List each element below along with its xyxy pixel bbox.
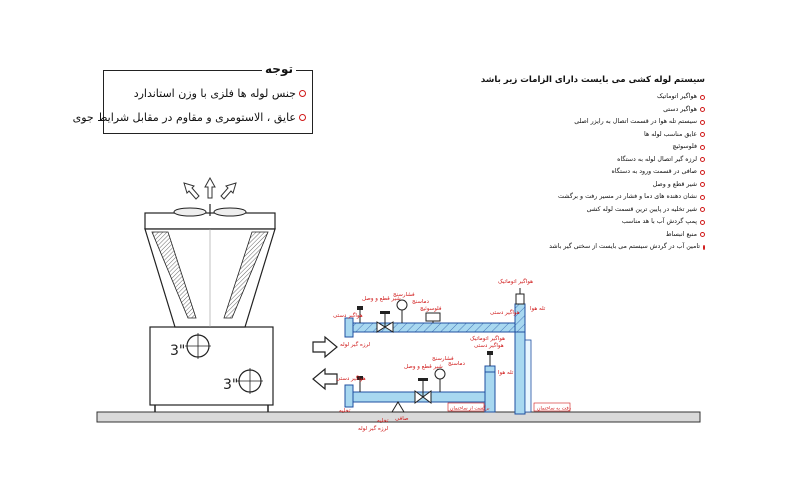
requirement-text: نشان دهنده های دما و فشار در مسیر رفت و … [558, 193, 697, 200]
label-shutoff-lower: شیر قطع و وصل [404, 364, 443, 370]
label-drain2: تخلیه [339, 408, 351, 414]
requirements-title: سیستم لوله کشی می بایست دارای الزامات زی… [480, 75, 705, 85]
bullet-circle-icon [700, 169, 705, 175]
label-air-trap-lower: تله هوا [498, 370, 514, 376]
requirement-text: شیر قطع و وصل [652, 180, 697, 188]
requirement-text: شیر تخلیه در پایین ترین قسمت لوله کشی [586, 205, 697, 213]
requirement-item: لرزه گیر اتصال لوله به دستگاه [555, 154, 705, 167]
requirement-item: شیر تخلیه در پایین ترین قسمت لوله کشی [555, 204, 705, 217]
requirement-item: هواگیر دستی [555, 104, 705, 117]
requirement-text: عایق مناسب لوله ها [643, 130, 697, 138]
requirement-item: هواگیر اتوماتیک [555, 91, 705, 104]
requirement-text: فلوسوئیچ [672, 143, 697, 150]
tag-supply-to-building: رفت به ساختمان [533, 402, 572, 412]
shutoff-valve-upper-icon [376, 311, 394, 333]
shutoff-valve-lower-icon [414, 378, 432, 404]
bullet-circle-icon [700, 107, 705, 113]
bullet-circle-icon [700, 94, 705, 100]
bullet-circle-icon [703, 244, 705, 250]
note-item-text: جنس لوله ها فلزی با وزن استاندارد [133, 87, 296, 100]
requirement-item: صافی در قسمت ورود به دستگاه [555, 166, 705, 179]
strainer-icon [391, 401, 405, 413]
pressure-gauge-lower-icon [434, 368, 446, 392]
note-item-text: عایق ، الاستومری و مقاوم در مقابل شرایط … [72, 111, 296, 124]
note-box: توجه جنس لوله ها فلزی با وزن استاندارد ع… [73, 62, 313, 134]
label-pressure-lower: فشارسنج [432, 356, 454, 362]
requirement-item: تامین آب در گردش سیستم می بایست از سختی … [549, 241, 705, 254]
auto-air-vent-icon [515, 288, 525, 305]
bullet-circle-icon [299, 90, 306, 97]
svg-text:رفت به ساختمان: رفت به ساختمان [537, 406, 572, 412]
requirement-item: نشان دهنده های دما و فشار در مسیر رفت و … [555, 191, 705, 204]
label-drain: تخلیه [377, 418, 389, 424]
label-strainer: صافی [395, 416, 409, 422]
fan-icon [173, 204, 247, 217]
connection-circle-top [185, 333, 211, 359]
requirement-text: پمپ گردش آب با هد مناسب [621, 218, 697, 225]
connection-circle-bottom [237, 368, 263, 394]
flow-switch-icon [425, 312, 441, 323]
label-shutoff-upper: شیر قطع و وصل [362, 296, 401, 302]
unit-base-box [149, 326, 274, 406]
requirement-text: سیستم تله هوا در قسمت اتصال به رایزر اصل… [574, 118, 697, 125]
label-pressure-upper: فشارسنج [393, 292, 415, 298]
label-auto-vent: هواگیر اتوماتیک [498, 278, 533, 285]
requirement-item: منبع انبساط [555, 229, 705, 242]
requirement-text: هواگیر دستی [663, 105, 697, 113]
pipe-size-top: 3" [170, 343, 185, 359]
label-air-trap-upper: تله هوا [530, 306, 546, 312]
upper-pipe [344, 303, 526, 338]
label-auto-vent-lower: هواگیر اتوماتیک [470, 335, 505, 342]
riser-pipe [514, 331, 532, 415]
requirement-item: سیستم تله هوا در قسمت اتصال به رایزر اصل… [555, 116, 705, 129]
requirement-text: لرزه گیر اتصال لوله به دستگاه [617, 155, 697, 163]
bullet-circle-icon [700, 232, 705, 238]
label-isolator-upper: لرزه گیر لوله [340, 341, 371, 348]
note-title: توجه [262, 62, 296, 76]
label-manual-vent-riser: هواگیر دستی [490, 309, 520, 316]
label-thermo-upper: دماسنج [412, 299, 429, 305]
label-thermo-lower: دماسنج [448, 361, 465, 367]
note-item: جنس لوله ها فلزی با وزن استاندارد [134, 87, 306, 100]
bullet-circle-icon [299, 114, 306, 121]
requirement-text: صافی در قسمت ورود به دستگاه [611, 168, 697, 175]
requirement-item: عایق مناسب لوله ها [555, 129, 705, 142]
manual-air-vent-lower-icon [357, 376, 363, 392]
bullet-circle-icon [700, 182, 705, 188]
arrow-return-out-icon [312, 367, 338, 391]
bullet-circle-icon [700, 207, 705, 213]
bullet-circle-icon [700, 132, 705, 138]
requirement-item: شیر قطع و وصل [555, 179, 705, 192]
pressure-gauge-upper-icon [396, 299, 408, 323]
label-isolator-lower: لرزه گیر لوله [358, 425, 389, 432]
requirement-text: تامین آب در گردش سیستم می بایست از سختی … [549, 243, 700, 250]
requirement-text: منبع انبساط [665, 230, 697, 238]
label-manual-vent-lower: هواگیر دستی [336, 375, 366, 382]
air-trap-lower-icon [487, 351, 493, 366]
requirements-panel: سیستم لوله کشی می بایست دارای الزامات زی… [480, 75, 705, 254]
label-flowswitch: فلوسوئیچ [420, 306, 442, 312]
requirement-item: فلوسوئیچ [555, 141, 705, 154]
component-labels: هواگیر دستی شیر قطع و وصل فشارسنج دماسنج… [333, 278, 546, 432]
requirement-item: پمپ گردش آب با هد مناسب [555, 216, 705, 229]
bullet-circle-icon [700, 219, 705, 225]
arrow-supply-in-icon [312, 335, 338, 359]
pipe-size-bottom: 3" [223, 377, 238, 393]
requirement-text: هواگیر اتوماتیک [656, 93, 697, 100]
tag-return-from-building: برگشت از ساختمان [447, 402, 490, 412]
label-manual-vent-lower2: هواگیر دستی [474, 342, 504, 349]
label-manual-vent-upper: هواگیر دستی [333, 312, 363, 319]
bullet-circle-icon [700, 194, 705, 200]
note-item: عایق ، الاستومری و مقاوم در مقابل شرایط … [73, 111, 306, 124]
bullet-circle-icon [700, 144, 705, 150]
airflow-arrows-icon [183, 176, 237, 200]
bullet-circle-icon [700, 119, 705, 125]
coil-housing [144, 212, 276, 328]
bullet-circle-icon [700, 157, 705, 163]
svg-text:برگشت از ساختمان: برگشت از ساختمان [450, 405, 490, 412]
requirements-list: هواگیر اتوماتیک هواگیر دستی سیستم تله هوا … [549, 91, 705, 254]
manual-air-vent-upper-icon [357, 306, 363, 323]
